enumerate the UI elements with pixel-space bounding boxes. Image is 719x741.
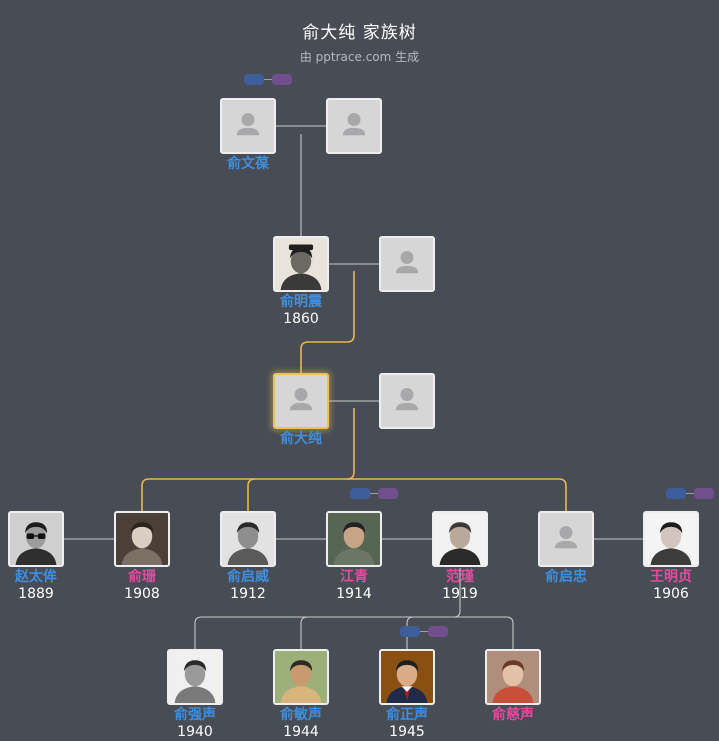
portrait-photo: [169, 651, 221, 703]
person-name[interactable]: 俞珊: [128, 569, 156, 585]
parent-child-link: [300, 616, 309, 649]
person-name[interactable]: 赵太侔: [15, 569, 57, 585]
parent-child-link: [346, 408, 355, 480]
expand-toggle-icon[interactable]: [244, 74, 264, 85]
person-name[interactable]: 俞正声: [386, 707, 428, 723]
person-photo-fan-jin[interactable]: [432, 511, 488, 567]
person-name[interactable]: 俞文葆: [227, 156, 269, 172]
person-name[interactable]: 俞慈声: [492, 707, 534, 723]
person-photo-yu-qiwei[interactable]: [220, 511, 276, 567]
portrait-photo: [116, 513, 168, 565]
portrait-photo: [10, 513, 62, 565]
toggle-connector: [258, 79, 278, 80]
person-photo-wang-mingzhen[interactable]: [643, 511, 699, 567]
person-name[interactable]: 俞敏声: [280, 707, 322, 723]
person-name[interactable]: 俞强声: [174, 707, 216, 723]
parent-child-link: [194, 616, 203, 649]
person-birth-year: 1912: [230, 586, 266, 602]
expand-toggle-icon[interactable]: [350, 488, 370, 499]
person-photo-yu-mingzhen-spouse[interactable]: [379, 236, 435, 292]
toggle-connector: [364, 493, 384, 494]
person-birth-year: 1940: [177, 724, 213, 740]
toggle-connector: [414, 631, 434, 632]
family-toggle-icon[interactable]: [378, 488, 398, 499]
person-photo-yu-qiangsheng[interactable]: [167, 649, 223, 705]
portrait-photo: [275, 238, 327, 290]
person-name[interactable]: 王明贞: [650, 569, 692, 585]
person-birth-year: 1860: [283, 311, 319, 327]
placeholder-avatar-icon: [328, 100, 380, 152]
person-name[interactable]: 俞启威: [227, 569, 269, 585]
person-photo-yu-dachun-spouse[interactable]: [379, 373, 435, 429]
page-title: 俞大纯 家族树: [302, 23, 417, 43]
person-birth-year: 1944: [283, 724, 319, 740]
portrait-photo: [434, 513, 486, 565]
expand-toggle-icon[interactable]: [400, 626, 420, 637]
person-photo-yu-wenbao[interactable]: [220, 98, 276, 154]
placeholder-avatar-icon: [381, 375, 433, 427]
portrait-photo: [328, 513, 380, 565]
person-photo-yu-dachun[interactable]: [273, 373, 329, 429]
parent-child-link: [558, 478, 567, 511]
person-photo-yu-zhengsheng[interactable]: [379, 649, 435, 705]
person-photo-yu-shan[interactable]: [114, 511, 170, 567]
parent-child-link: [141, 478, 150, 511]
person-photo-yu-qizhong[interactable]: [538, 511, 594, 567]
page-subtitle: 由 pptrace.com 生成: [299, 50, 420, 64]
parent-child-link: [505, 616, 514, 649]
portrait-photo: [275, 651, 327, 703]
family-toggle-icon[interactable]: [694, 488, 714, 499]
person-name[interactable]: 俞明震: [280, 294, 322, 310]
person-photo-yu-mingzhen[interactable]: [273, 236, 329, 292]
person-name[interactable]: 俞启忠: [545, 569, 587, 585]
person-name[interactable]: 范瑾: [446, 569, 474, 585]
person-birth-year: 1919: [442, 586, 478, 602]
portrait-photo: [645, 513, 697, 565]
placeholder-avatar-icon: [381, 238, 433, 290]
person-birth-year: 1906: [653, 586, 689, 602]
family-toggle-icon[interactable]: [428, 626, 448, 637]
person-photo-yu-wenbao-spouse[interactable]: [326, 98, 382, 154]
parent-child-link: [247, 478, 256, 511]
placeholder-avatar-icon: [222, 100, 274, 152]
family-toggle-icon[interactable]: [272, 74, 292, 85]
person-name[interactable]: 江青: [340, 569, 368, 585]
portrait-photo: [381, 651, 433, 703]
expand-toggle-icon[interactable]: [666, 488, 686, 499]
person-birth-year: 1889: [18, 586, 54, 602]
portrait-photo: [222, 513, 274, 565]
person-birth-year: 1945: [389, 724, 425, 740]
person-photo-jiang-qing[interactable]: [326, 511, 382, 567]
placeholder-avatar-icon: [540, 513, 592, 565]
header: 俞大纯 家族树 由 pptrace.com 生成: [0, 18, 719, 65]
toggle-connector: [680, 493, 700, 494]
person-name[interactable]: 俞大纯: [280, 431, 322, 447]
person-photo-yu-minsheng[interactable]: [273, 649, 329, 705]
person-photo-yu-cisheng[interactable]: [485, 649, 541, 705]
person-photo-zhao-taimou[interactable]: [8, 511, 64, 567]
portrait-photo: [487, 651, 539, 703]
placeholder-avatar-icon: [275, 375, 327, 427]
person-birth-year: 1908: [124, 586, 160, 602]
person-birth-year: 1914: [336, 586, 372, 602]
